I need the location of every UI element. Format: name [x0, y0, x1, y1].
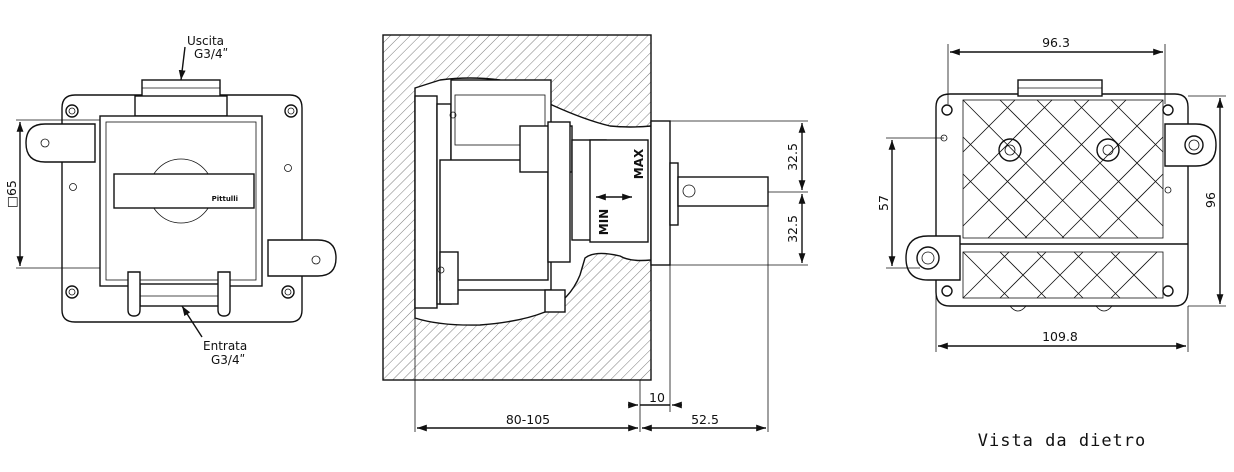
dim-lower-half: 32.5: [785, 215, 800, 243]
dim-shaft: 52.5: [691, 412, 719, 427]
dim-width-top: 96.3: [1042, 35, 1070, 50]
min-label: MIN: [597, 209, 611, 235]
dim-depth: 80-105: [506, 412, 550, 427]
back-screw-icon: [940, 104, 1174, 297]
dim-plate: 10: [649, 390, 665, 405]
max-label: MAX: [632, 148, 646, 179]
brand-label: Pittulli: [212, 195, 238, 203]
dim-upper-half: 32.5: [785, 143, 800, 171]
dim-height-right: 96: [1203, 192, 1218, 208]
outlet-label: Uscita: [187, 34, 224, 48]
front-view: Pittulli Uscita G3/4ʺ Entrata G3/4ʺ □65: [4, 34, 337, 367]
outlet-thread: G3/4ʺ: [194, 47, 228, 61]
inlet-label: Entrata: [203, 339, 247, 353]
back-view-caption: Vista da dietro: [978, 431, 1147, 451]
inlet-thread: G3/4ʺ: [211, 353, 245, 367]
corner-screw-icon: [65, 104, 298, 299]
back-view: 96.3 57 96 109.8 Vista da dietro: [876, 35, 1226, 451]
dim-height-left: 57: [876, 195, 891, 211]
square-dimension: □65: [4, 180, 19, 208]
side-view: MAX MIN 32.5 32.5 10 80-105 52.5: [382, 34, 808, 432]
dim-width-bottom: 109.8: [1042, 329, 1078, 344]
